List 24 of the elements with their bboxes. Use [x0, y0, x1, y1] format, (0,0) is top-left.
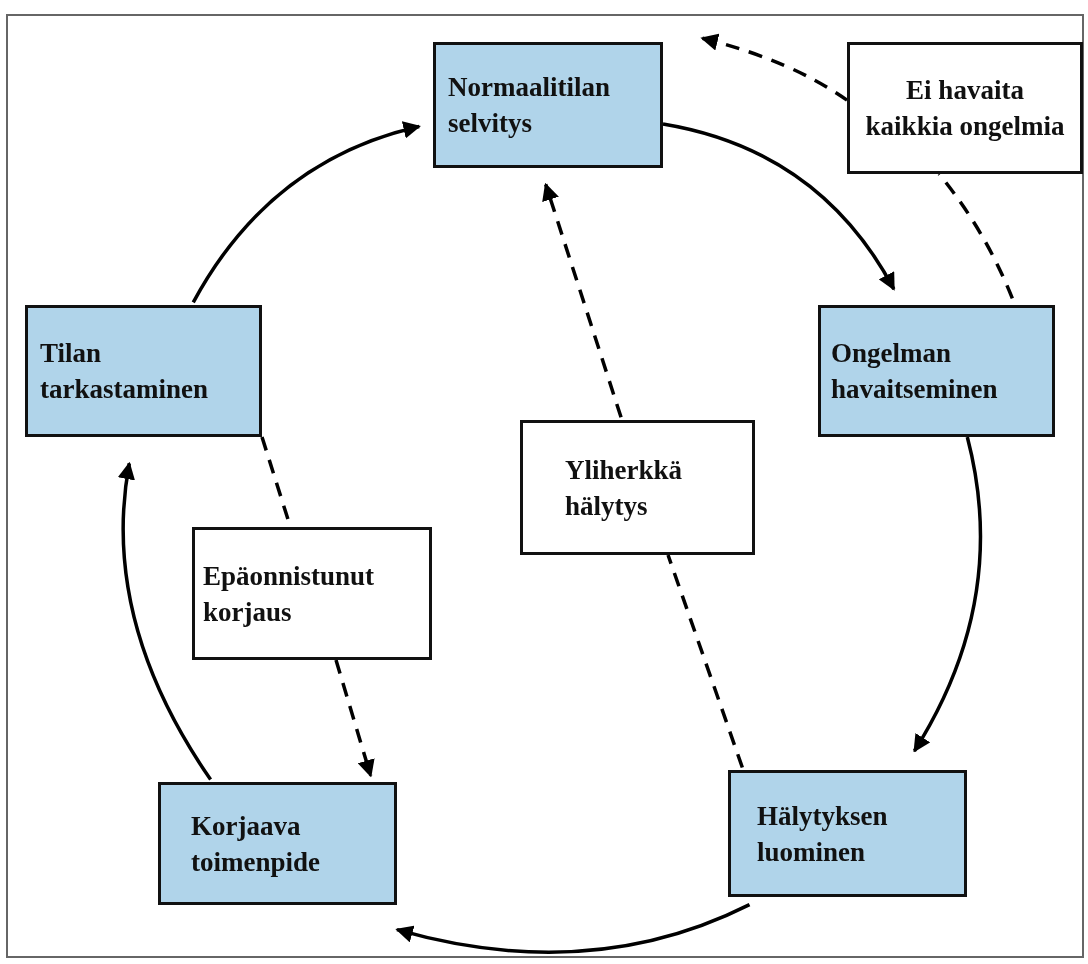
curved-arrow: [395, 903, 751, 954]
curved-arrow: [912, 436, 983, 753]
note-box: [847, 42, 1083, 174]
curved-arrow: [118, 461, 213, 781]
dashed-arrow: [700, 33, 848, 102]
dashed-arrow: [334, 659, 375, 778]
box-label: Normaalitilan selvitys: [448, 71, 611, 140]
process-box: [728, 770, 967, 897]
box-label: Tilan tarkastaminen: [40, 337, 209, 406]
box-label: Korjaava toimenpide: [191, 809, 321, 879]
process-box: [433, 42, 663, 168]
box-label: Ei havaita kaikkia ongelmia: [864, 74, 1066, 143]
curved-arrow: [191, 121, 421, 304]
note-box: [520, 420, 755, 555]
process-box: [158, 782, 397, 905]
box-label: Yliherkkä hälytys: [565, 453, 684, 523]
process-box: [25, 305, 262, 437]
process-box: [818, 305, 1055, 437]
curved-arrow: [662, 122, 896, 291]
box-label: Hälytyksen luominen: [757, 799, 889, 869]
box-label: Ongelman havaitseminen: [831, 337, 999, 406]
note-box: [192, 527, 432, 660]
dashed-arrow: [542, 182, 623, 418]
box-label: Epäonnistunut korjaus: [203, 559, 376, 629]
